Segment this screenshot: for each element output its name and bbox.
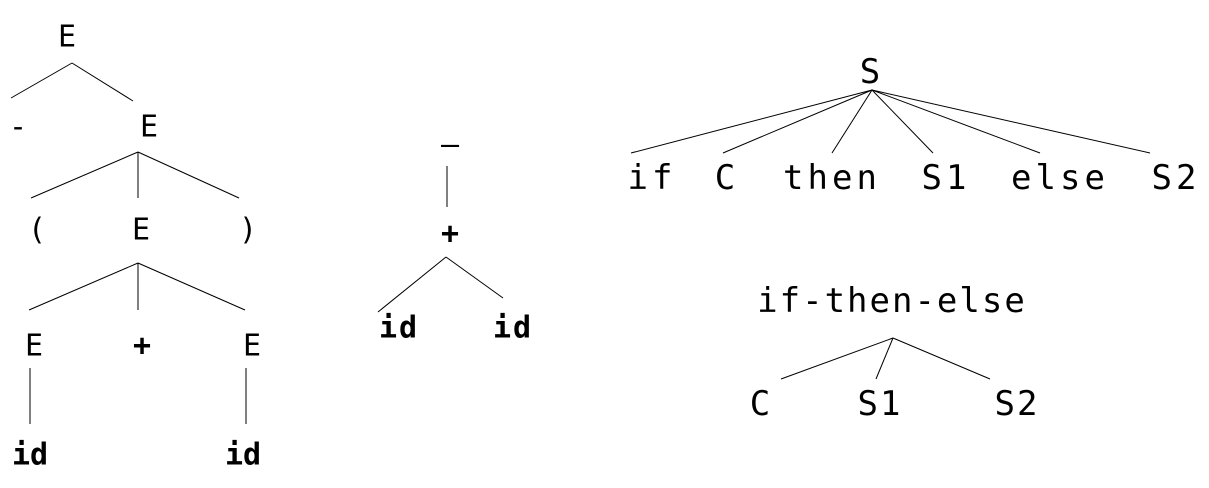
tree-edge: [377, 256, 447, 313]
tree-node: else: [1011, 158, 1109, 198]
tree-edge: [28, 262, 139, 311]
tree-node: +: [133, 329, 151, 364]
tree-edge: [722, 89, 873, 154]
syntax-tree-unary: – + id id: [379, 128, 533, 346]
tree-edge: [831, 89, 873, 154]
tree-node: E: [25, 329, 43, 364]
tree-edge: [445, 256, 504, 299]
tree-edge: [137, 151, 240, 199]
tree-edge: [871, 89, 1041, 154]
tree-node: S1: [858, 384, 903, 424]
parse-tree-unary: E - E ( E) E + Eid id: [9, 20, 261, 473]
edges-layer: [10, 62, 1151, 424]
tree-node: id: [12, 438, 48, 473]
tree-node: S1: [922, 158, 971, 198]
tree-edge: [137, 262, 246, 311]
tree-node: S: [860, 52, 884, 92]
tree-edge: [630, 89, 873, 154]
tree-edge: [30, 151, 139, 199]
tree-node: ): [239, 213, 257, 248]
tree-edge: [892, 337, 991, 380]
tree-edge: [780, 337, 894, 380]
tree-node: then: [783, 158, 881, 198]
tree-edge: [71, 62, 134, 102]
tree-node: C: [715, 158, 739, 198]
tree-node: –: [441, 128, 461, 163]
tree-node: S2: [995, 384, 1040, 424]
tree-node: +: [441, 217, 461, 252]
syntax-tree-unary-edges: [377, 166, 504, 313]
tree-node: E: [132, 213, 150, 248]
tree-node: -: [9, 110, 27, 145]
tree-node: E: [140, 110, 158, 145]
tree-node: C: [750, 384, 772, 424]
tree-node: S2: [1152, 158, 1201, 198]
parse-tree-if-edges: [630, 89, 1151, 154]
tree-node: E: [243, 329, 261, 364]
tree-node: (: [28, 213, 46, 248]
tree-node: id: [493, 311, 533, 346]
tree-node: id: [379, 311, 419, 346]
tree-edge: [871, 89, 1151, 154]
tree-node: if-then-else: [757, 281, 1027, 321]
tree-node: E: [58, 20, 76, 55]
tree-node: if: [628, 158, 677, 198]
tree-node: id: [225, 438, 261, 473]
syntax-tree-if-edges: [780, 337, 991, 380]
parse-tree-unary-edges: [10, 62, 247, 424]
tree-edge: [871, 89, 934, 154]
tree-edge: [875, 337, 894, 380]
tree-edge: [10, 62, 73, 99]
